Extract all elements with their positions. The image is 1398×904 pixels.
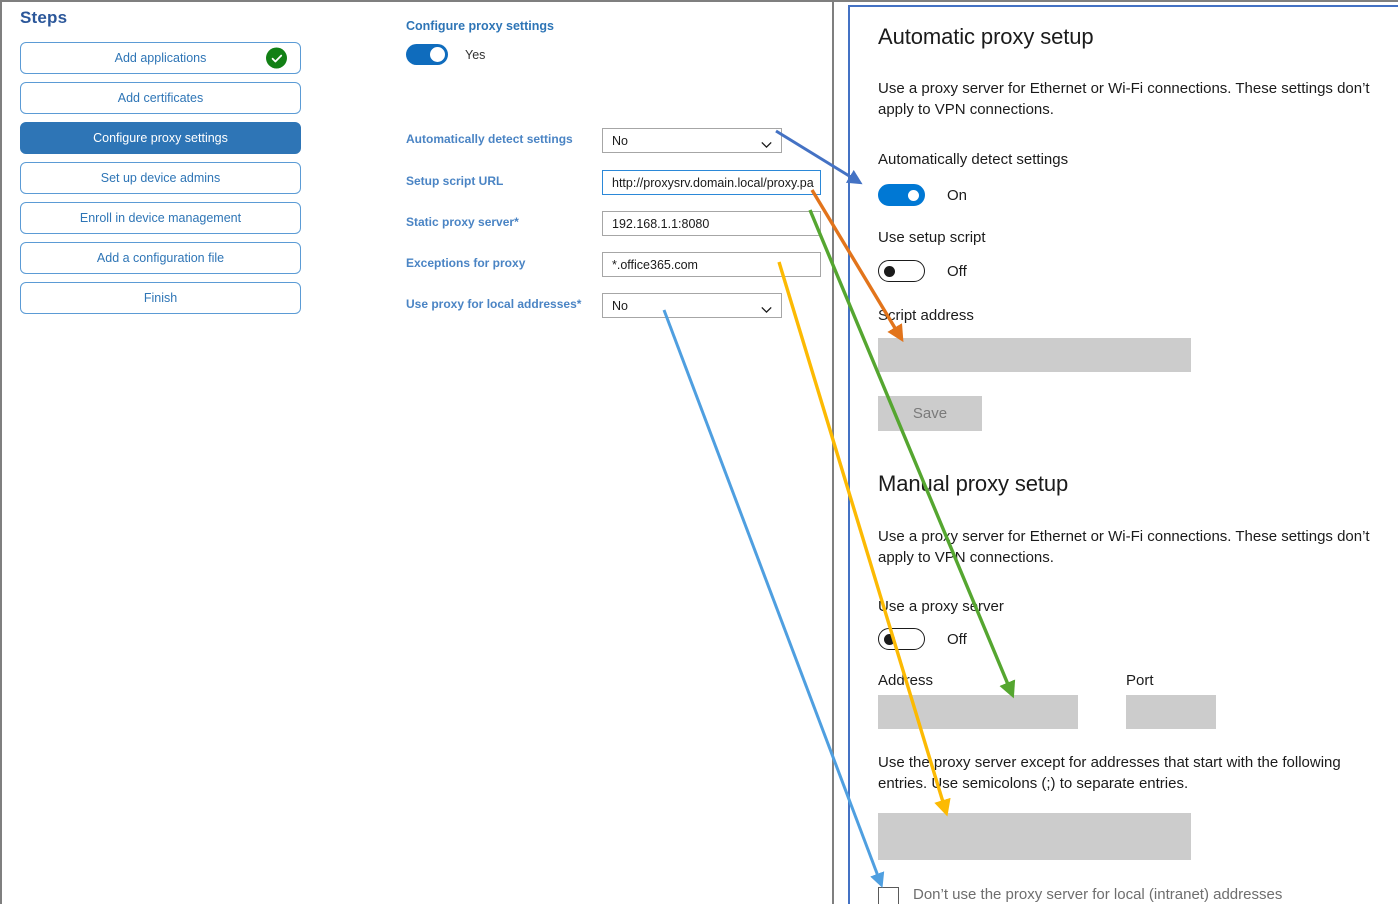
select-value: No <box>612 298 628 313</box>
step-label: Finish <box>143 291 178 305</box>
chevron-down-icon <box>761 302 772 313</box>
proxy-exceptions-description: Use the proxy server except for addresse… <box>878 754 1341 792</box>
step-label: Enroll in device management <box>79 211 242 225</box>
toggle-state-label: Off <box>947 630 967 648</box>
sidebar-item-finish[interactable]: Finish <box>20 282 301 314</box>
field-use-proxy-for-local-addresses: Use proxy for local addresses* No <box>406 293 826 319</box>
configure-proxy-toggle-row: Yes <box>406 44 485 65</box>
step-label: Add applications <box>114 51 207 65</box>
step-label: Set up device admins <box>100 171 221 185</box>
input-value: *.office365.com <box>612 257 698 272</box>
save-button-label: Save <box>912 405 948 422</box>
automatically-detect-settings-select[interactable]: No <box>602 128 782 153</box>
input-value: http://proxysrv.domain.local/proxy.pa <box>612 175 814 190</box>
address-label: Address <box>878 672 934 689</box>
field-label: Automatically detect settings <box>406 132 573 146</box>
automatically-detect-settings-toggle-row: On <box>878 184 967 206</box>
field-setup-script-url: Setup script URL http://proxysrv.domain.… <box>406 170 826 196</box>
manual-proxy-setup-heading: Manual proxy setup <box>878 471 1069 496</box>
step-label: Add certificates <box>117 91 204 105</box>
bypass-local-addresses-checkbox-row[interactable]: Don’t use the proxy server for local (in… <box>878 885 1378 904</box>
automatically-detect-settings-toggle[interactable] <box>878 184 925 206</box>
toggle-state-label: Off <box>947 262 967 280</box>
step-label: Add a configuration file <box>96 251 225 265</box>
field-label: Use proxy for local addresses* <box>406 297 582 311</box>
automatic-proxy-setup-heading: Automatic proxy setup <box>878 24 1094 49</box>
panel-divider-border <box>832 0 834 904</box>
exceptions-for-proxy-input[interactable]: *.office365.com <box>602 252 821 277</box>
script-address-input[interactable] <box>878 338 1191 372</box>
field-label: Exceptions for proxy <box>406 256 526 270</box>
step-label: Configure proxy settings <box>93 131 228 145</box>
automatic-proxy-description: Use a proxy server for Ethernet or Wi-Fi… <box>878 80 1370 118</box>
configure-proxy-toggle[interactable] <box>406 44 448 65</box>
use-setup-script-label: Use setup script <box>878 229 986 246</box>
static-proxy-server-input[interactable]: 192.168.1.1:8080 <box>602 211 821 236</box>
steps-list: Add applications Add certificates Config… <box>20 42 301 322</box>
field-static-proxy-server: Static proxy server* 192.168.1.1:8080 <box>406 211 826 237</box>
configure-proxy-toggle-label: Yes <box>465 47 486 62</box>
check-circle-icon <box>266 47 287 69</box>
address-input[interactable] <box>878 695 1078 729</box>
windows-proxy-settings-panel: Automatic proxy setup Use a proxy server… <box>848 5 1398 904</box>
form-title: Configure proxy settings <box>406 19 554 33</box>
use-setup-script-toggle[interactable] <box>878 260 925 282</box>
manual-proxy-description: Use a proxy server for Ethernet or Wi-Fi… <box>878 528 1370 566</box>
sidebar-item-add-certificates[interactable]: Add certificates <box>20 82 301 114</box>
setup-script-url-input[interactable]: http://proxysrv.domain.local/proxy.pa <box>602 170 821 195</box>
proxy-exceptions-input[interactable] <box>878 813 1191 860</box>
field-exceptions-for-proxy: Exceptions for proxy *.office365.com <box>406 252 826 278</box>
toggle-state-label: On <box>947 186 968 204</box>
save-button[interactable]: Save <box>878 396 982 431</box>
use-a-proxy-server-toggle-row: Off <box>878 628 967 650</box>
sidebar-item-add-a-configuration-file[interactable]: Add a configuration file <box>20 242 301 274</box>
window-left-border <box>0 0 2 904</box>
chevron-down-icon <box>761 137 772 148</box>
use-a-proxy-server-label: Use a proxy server <box>878 598 1004 615</box>
sidebar-item-enroll-in-device-management[interactable]: Enroll in device management <box>20 202 301 234</box>
field-label: Static proxy server* <box>406 215 519 229</box>
use-a-proxy-server-toggle[interactable] <box>878 628 925 650</box>
select-value: No <box>612 133 628 148</box>
port-input[interactable] <box>1126 695 1216 729</box>
use-proxy-for-local-addresses-select[interactable]: No <box>602 293 782 318</box>
field-automatically-detect-settings: Automatically detect settings No <box>406 128 826 154</box>
use-setup-script-toggle-row: Off <box>878 260 967 282</box>
sidebar-item-add-applications[interactable]: Add applications <box>20 42 301 74</box>
field-label: Setup script URL <box>406 174 504 188</box>
steps-panel-title: Steps <box>20 8 68 27</box>
script-address-label: Script address <box>878 307 974 324</box>
window-top-border <box>0 0 1398 2</box>
input-value: 192.168.1.1:8080 <box>612 216 710 231</box>
sidebar-item-configure-proxy-settings[interactable]: Configure proxy settings <box>20 122 301 154</box>
port-label: Port <box>1126 672 1154 689</box>
sidebar-item-set-up-device-admins[interactable]: Set up device admins <box>20 162 301 194</box>
bypass-local-addresses-label: Don’t use the proxy server for local (in… <box>913 886 1283 903</box>
proxy-settings-form: Configure proxy settings Yes Automatical… <box>406 0 826 904</box>
checkbox-icon[interactable] <box>878 887 899 904</box>
automatically-detect-settings-label: Automatically detect settings <box>878 151 1069 168</box>
